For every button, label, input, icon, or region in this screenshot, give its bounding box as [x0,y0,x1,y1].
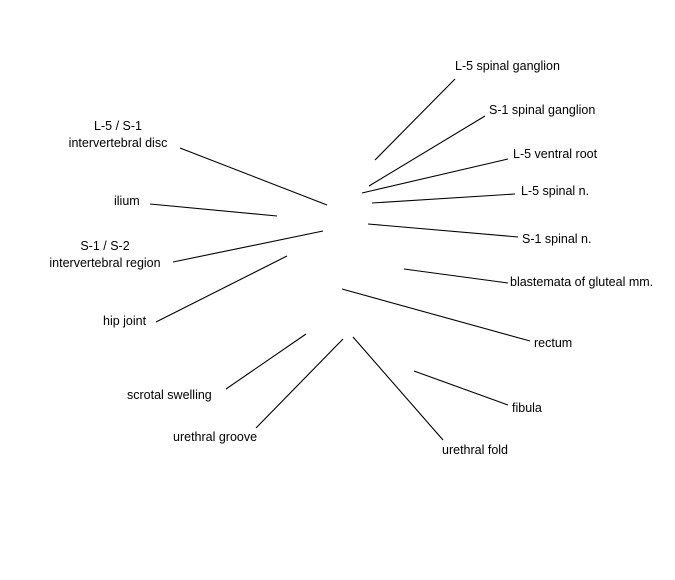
label-rectum: rectum [534,336,573,350]
leader-rectum [341,288,531,342]
label-l5-s1-line2: intervertebral disc [68,136,168,150]
leader-urethral-fold [352,336,444,441]
label-s1-spinal-ganglion: S-1 spinal ganglion [489,103,596,117]
label-l5-s1-disc: L-5 / S-1 intervertebral disc [56,118,180,152]
label-scrotal-swelling: scrotal swelling [127,388,212,402]
label-s1-s2-line2: intervertebral region [49,256,161,270]
leader-l5-s1-disc [179,147,328,206]
label-ilium: ilium [114,194,140,208]
label-s1-s2-region: S-1 / S-2 intervertebral region [40,238,170,272]
leader-l5-spinal-ganglion [374,78,456,161]
label-fibula: fibula [512,401,542,415]
label-urethral-fold: urethral fold [442,443,509,457]
leader-fibula [413,370,509,406]
label-s1-s2-line1: S-1 / S-2 [80,239,130,253]
leader-scrotal-swelling [225,333,307,390]
leader-s1-spinal-ganglion [368,115,486,187]
label-hip-joint: hip joint [103,314,147,328]
label-l5-ventral-root: L-5 ventral root [513,147,598,161]
leader-urethral-groove [255,338,344,429]
leader-s1-spinal-n [367,223,519,238]
label-l5-spinal-ganglion: L-5 spinal ganglion [455,59,560,73]
leader-ilium [149,203,278,217]
leader-s1-s2-region [172,230,324,263]
leader-blastemata-gluteal [403,268,509,284]
label-s1-spinal-n: S-1 spinal n. [522,232,592,246]
label-l5-s1-line1: L-5 / S-1 [94,119,142,133]
leader-hip-joint [155,255,288,323]
label-l5-spinal-n: L-5 spinal n. [521,184,590,198]
leader-l5-spinal-n [371,193,516,204]
label-blastemata-gluteal: blastemata of gluteal mm. [510,275,654,289]
label-urethral-groove: urethral groove [173,430,258,444]
leader-l5-ventral-root [361,158,509,194]
